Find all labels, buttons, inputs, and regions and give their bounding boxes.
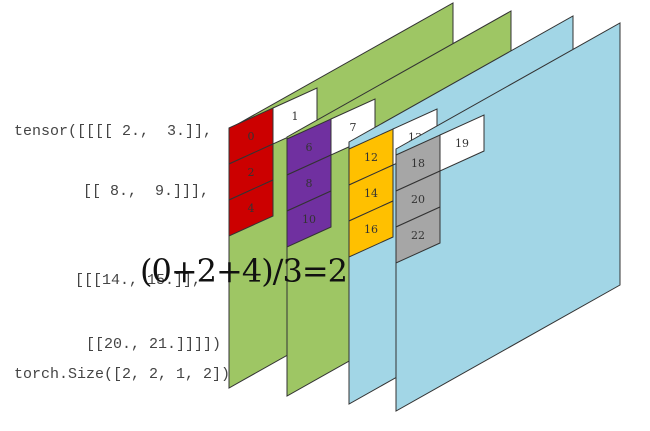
code-line-2: [[ 8., 9.]]], [83, 183, 210, 200]
cell-label-7: 7 [350, 121, 357, 134]
mean-formula: (0+2+4)/3=2 [140, 252, 348, 290]
cell-label-1: 1 [292, 110, 299, 123]
cell-label-19: 19 [455, 137, 469, 150]
code-line-1: tensor([[[[ 2., 3.]], [14, 123, 213, 140]
cell-label-2: 2 [248, 166, 255, 179]
cell-label-6: 6 [306, 141, 313, 154]
cell-19 [439, 114, 485, 172]
code-line-3: [[[14., 15.]], [75, 272, 202, 289]
cell-16 [348, 200, 394, 258]
cell-22 [395, 206, 441, 264]
cell-label-4: 4 [248, 202, 255, 215]
cell-label-10: 10 [302, 213, 316, 226]
cell-label-0: 0 [248, 130, 255, 143]
cell-label-14: 14 [364, 187, 378, 200]
cell-4 [228, 179, 274, 237]
code-line-4: [[20., 21.]]]]) [86, 336, 222, 353]
cell-label-12: 12 [364, 151, 378, 164]
cell-label-18: 18 [411, 157, 425, 170]
cell-10 [286, 190, 332, 248]
cell-label-8: 8 [306, 177, 313, 190]
cell-label-16: 16 [364, 223, 378, 236]
cell-label-22: 22 [411, 229, 425, 242]
cell-label-20: 20 [411, 193, 425, 206]
code-line-5: torch.Size([2, 2, 1, 2]) [14, 366, 231, 383]
